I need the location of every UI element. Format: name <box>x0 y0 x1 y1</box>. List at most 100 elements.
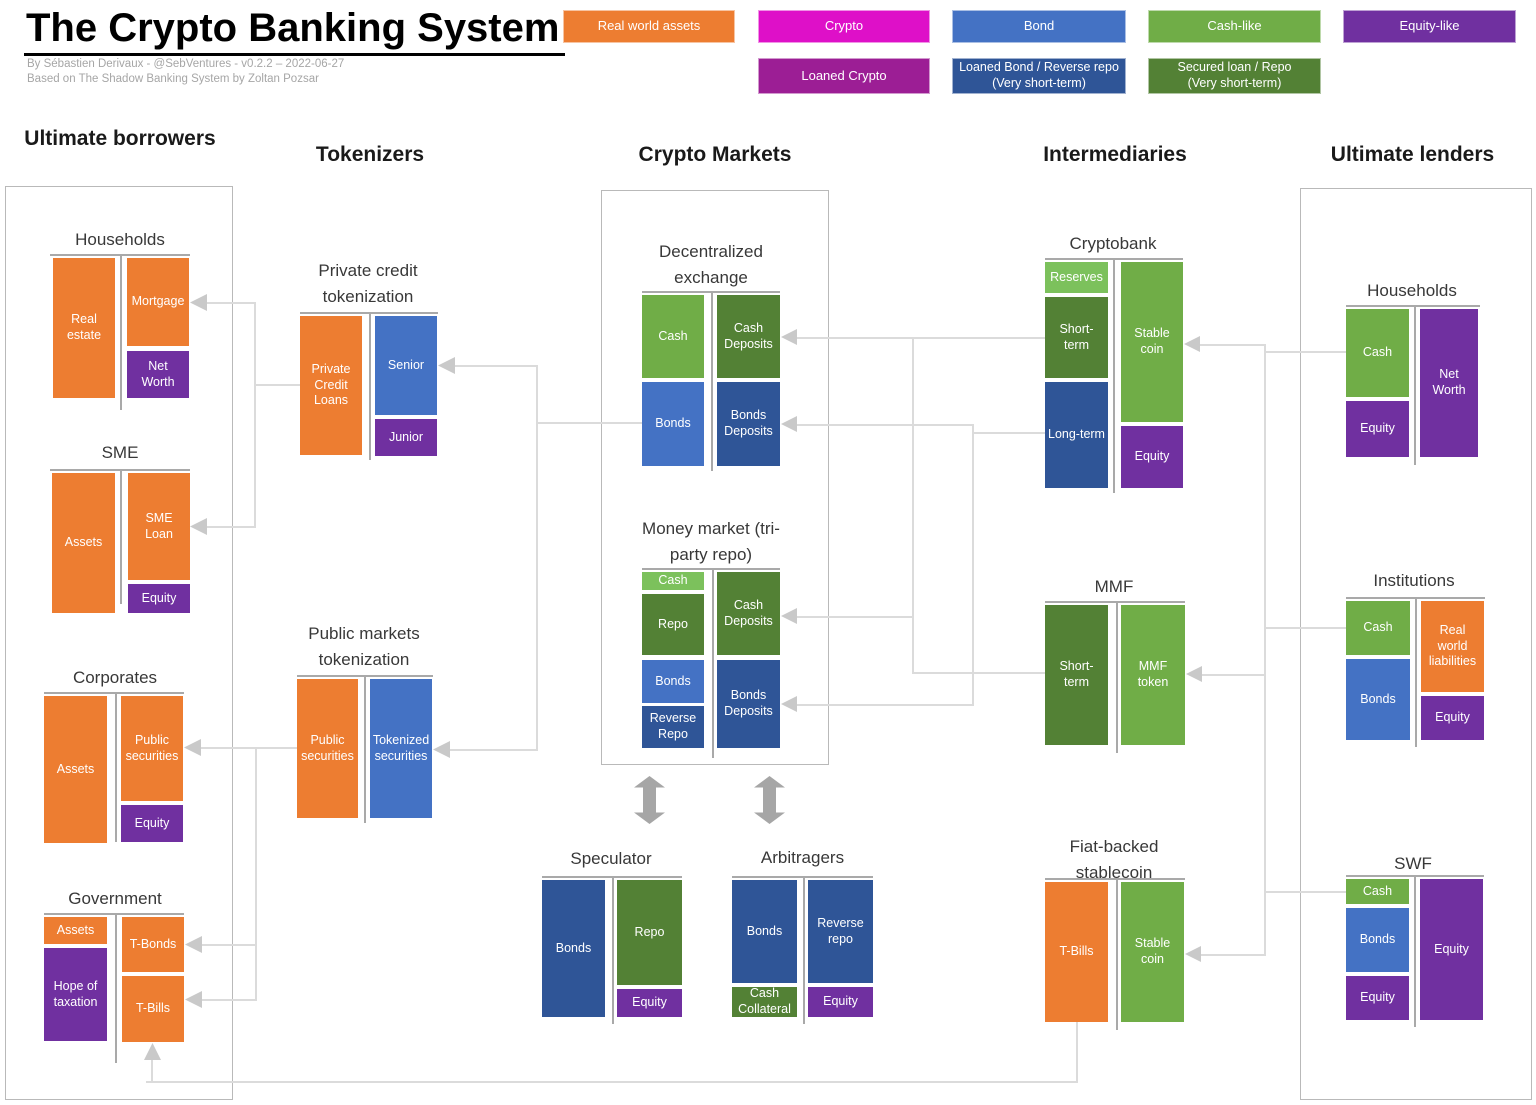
page-title: The Crypto Banking System <box>24 6 566 56</box>
column-header-crypto-markets: Crypto Markets <box>638 143 792 166</box>
box-institutions-cash: Cash <box>1346 601 1410 655</box>
connector-line <box>1264 344 1266 956</box>
account-divider <box>1414 875 1416 1027</box>
connector-line <box>1076 1022 1078 1082</box>
legend-label: Loaned Bond / Reverse repo <box>959 60 1119 75</box>
box-swf-bonds: Bonds <box>1346 908 1409 972</box>
box-cash-collateral: Cash Collateral <box>732 986 797 1017</box>
connector-line <box>795 424 973 426</box>
box-fiat-t-bills: T-Bills <box>1045 882 1108 1022</box>
box-sme-loan: SME Loan <box>128 473 190 580</box>
box-hope-of-taxation: Hope of taxation <box>44 948 107 1041</box>
account-divider <box>369 312 371 460</box>
account-header-line <box>732 876 873 878</box>
arrowhead-to-fiat-stablecoin <box>1185 946 1201 962</box>
box-lender-households-cash: Cash <box>1346 309 1409 397</box>
connector-line <box>795 337 1045 339</box>
box-cryptobank-short-term: Short-term <box>1045 297 1108 378</box>
account-title-decentralized-exchange: Decentralized exchange <box>659 242 763 288</box>
connector-line <box>198 747 297 749</box>
account-divider <box>115 692 117 842</box>
connector-line <box>973 432 1045 434</box>
legend-label: (Very short-term) <box>992 76 1086 90</box>
column-header-tokenizers: Tokenizers <box>315 143 425 166</box>
connector-line <box>146 1081 1078 1083</box>
account-divider <box>1116 878 1118 1030</box>
box-real-estate: Real estate <box>53 258 115 398</box>
byline-credit: Based on The Shadow Banking System by Zo… <box>27 73 319 85</box>
legend-label: Cash-like <box>1207 18 1262 34</box>
box-cryptobank-stable-coin: Stable coin <box>1121 262 1183 422</box>
group-box-lenders <box>1300 188 1532 1100</box>
box-arbitragers-bonds: Bonds <box>732 880 797 983</box>
account-title-private-credit-tokenization: Private credit tokenization <box>318 261 418 307</box>
group-box-borrowers <box>5 186 233 1100</box>
box-mm-repo: Repo <box>642 594 704 655</box>
box-corporates-public-securities: Public securities <box>121 696 183 801</box>
box-gov-t-bills: T-Bills <box>122 976 184 1042</box>
box-corporates-assets: Assets <box>44 696 107 843</box>
account-header-line <box>44 913 184 915</box>
box-swf-equity: Equity <box>1346 976 1409 1020</box>
double-arrow-arbitragers <box>754 776 785 824</box>
account-header-line <box>1045 601 1185 603</box>
connector-line <box>1265 351 1346 353</box>
connector-line <box>1199 954 1265 956</box>
box-mmf-token: MMF token <box>1121 605 1185 745</box>
box-corporates-equity: Equity <box>121 805 183 842</box>
box-mm-bonds-deposits: Bonds Deposits <box>717 660 780 748</box>
account-divider <box>712 568 714 758</box>
account-title-public-markets-tokenization: Public markets tokenization <box>308 624 420 670</box>
account-title-institutions: Institutions <box>1373 571 1455 590</box>
box-institutions-bonds: Bonds <box>1346 659 1410 740</box>
connector-line <box>255 747 257 1001</box>
column-header-borrowers: Ultimate borrowers <box>24 127 216 150</box>
legend-cash-like: Cash-like <box>1148 10 1321 43</box>
arrowhead-to-senior <box>438 357 455 374</box>
account-title-mmf: MMF <box>1094 577 1134 596</box>
account-header-line <box>1346 305 1480 307</box>
box-mm-cash-deposits: Cash Deposits <box>717 572 780 655</box>
connector-line <box>255 384 300 386</box>
column-header-lenders: Ultimate lenders <box>1330 143 1495 166</box>
group-box-crypto-markets <box>601 190 829 765</box>
connector-line <box>204 302 255 304</box>
box-sme-assets: Assets <box>52 473 115 613</box>
box-mortgage: Mortgage <box>127 258 189 346</box>
box-t-bonds: T-Bonds <box>122 917 184 972</box>
account-divider <box>120 469 122 604</box>
account-divider <box>1414 305 1416 465</box>
account-title-speculator: Speculator <box>570 849 652 868</box>
legend-loaned-bond: Loaned Bond / Reverse repo (Very short-t… <box>952 58 1126 94</box>
box-dex-cash-deposits: Cash Deposits <box>717 295 780 378</box>
box-arbitragers-equity: Equity <box>808 987 873 1017</box>
account-title-money-market: Money market (tri-party repo) <box>642 519 780 565</box>
account-title-arbitragers: Arbitragers <box>760 848 845 867</box>
account-divider <box>120 254 122 410</box>
connector-line <box>1265 627 1346 629</box>
connector-line <box>913 672 1045 674</box>
connector-line <box>537 422 642 424</box>
account-title-swf: SWF <box>1394 854 1432 873</box>
box-mm-bonds: Bonds <box>642 660 704 703</box>
legend-label: Bond <box>1023 18 1055 34</box>
account-title-fiat-backed-stablecoin: Fiat-backed stablecoin <box>1069 837 1159 883</box>
account-header-line <box>1045 878 1185 880</box>
box-dex-bonds: Bonds <box>642 382 704 466</box>
arrowhead-to-tokenized-securities <box>433 741 450 758</box>
connector-line <box>452 365 538 367</box>
box-cryptobank-long-term: Long-term <box>1045 382 1108 488</box>
box-senior: Senior <box>375 316 437 415</box>
account-divider <box>364 675 366 823</box>
connector-line <box>199 944 257 946</box>
account-divider <box>1415 597 1417 747</box>
box-reserves: Reserves <box>1045 262 1108 293</box>
legend-label: (Very short-term) <box>1187 76 1282 90</box>
connector-line <box>447 749 537 751</box>
box-fiat-stable-coin: Stable coin <box>1121 882 1184 1022</box>
account-title-households-lender: Households <box>1367 281 1457 300</box>
box-speculator-bonds: Bonds <box>542 880 605 1017</box>
legend-equity-like: Equity-like <box>1343 10 1516 43</box>
account-title-cryptobank: Cryptobank <box>1069 234 1157 253</box>
double-arrow-speculator <box>634 776 665 824</box>
